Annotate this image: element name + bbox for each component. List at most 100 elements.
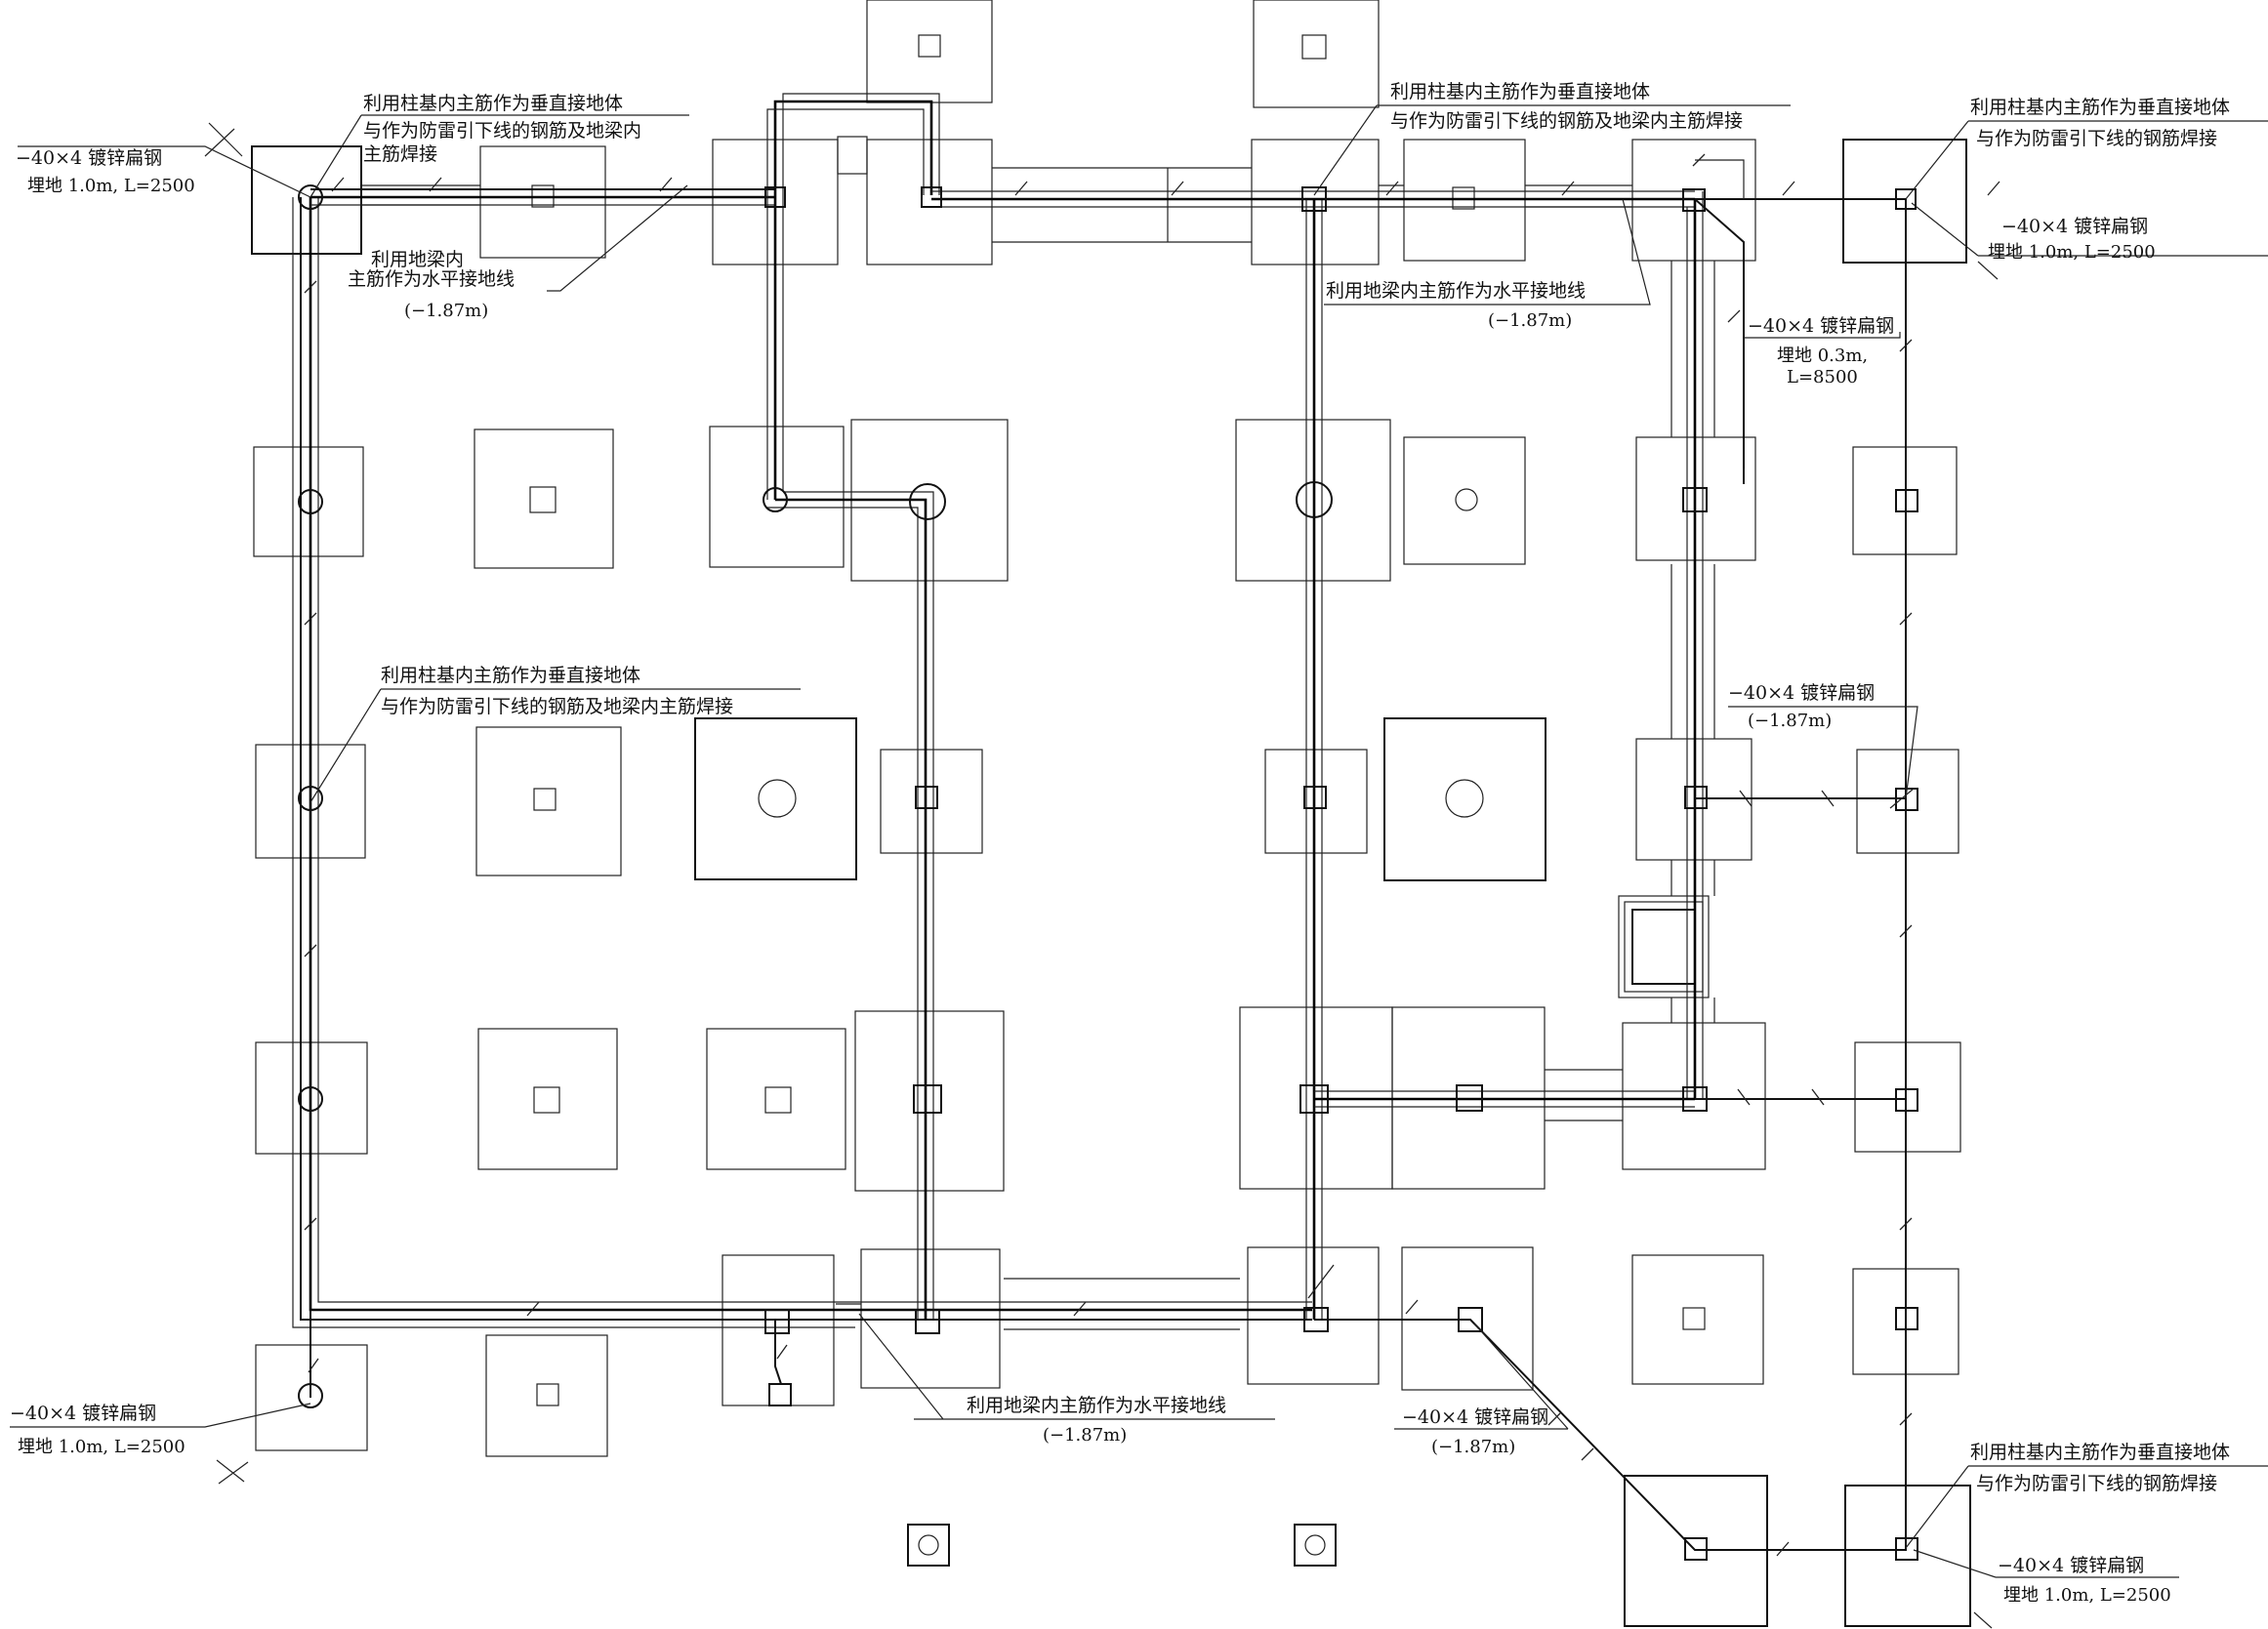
weld-joint bbox=[1895, 188, 1917, 210]
label-br-flat-steel: −40×4 镀锌扁钢 bbox=[1998, 1555, 2144, 1576]
weld-joint bbox=[768, 1383, 792, 1406]
weld-joint bbox=[1682, 1086, 1708, 1112]
label-bl-flat-steel: −40×4 镀锌扁钢 bbox=[10, 1403, 156, 1424]
vertical-electrode bbox=[763, 487, 788, 512]
weld-joint bbox=[1303, 786, 1327, 809]
pile bbox=[536, 1383, 559, 1406]
pile bbox=[758, 779, 797, 818]
footing bbox=[722, 1254, 835, 1406]
footing bbox=[1383, 717, 1546, 881]
elevator-pit bbox=[1624, 901, 1704, 993]
label-bc-horizontal-b: (−1.87m) bbox=[1043, 1425, 1127, 1446]
label-mr-flat-steel: −40×4 镀锌扁钢 bbox=[1748, 315, 1894, 337]
pile bbox=[764, 1086, 792, 1114]
pile bbox=[533, 788, 557, 811]
pile bbox=[1445, 779, 1484, 818]
footing bbox=[1294, 1524, 1337, 1567]
footing bbox=[854, 1010, 1005, 1192]
weld-joint bbox=[1299, 1084, 1329, 1114]
footing bbox=[880, 749, 983, 854]
weld-joint bbox=[1682, 487, 1708, 512]
footing bbox=[694, 717, 857, 880]
label-top-vertical-2a: 利用柱基内主筋作为垂直接地体 bbox=[1390, 81, 1650, 102]
label-top-vertical-1c: 主筋焊接 bbox=[363, 143, 437, 165]
pile bbox=[533, 1086, 560, 1114]
pile bbox=[1455, 488, 1478, 511]
label-bc2-flat-steel: −40×4 镀锌扁钢 bbox=[1402, 1406, 1548, 1428]
footing bbox=[1403, 436, 1526, 565]
vertical-electrode bbox=[298, 1383, 323, 1408]
label-bc2-depth: (−1.87m) bbox=[1431, 1437, 1515, 1457]
pile bbox=[918, 34, 941, 58]
vertical-electrode bbox=[298, 1086, 323, 1112]
pile bbox=[1301, 34, 1327, 60]
weld-joint bbox=[915, 1309, 940, 1334]
joint-markers bbox=[298, 184, 1918, 1561]
footing bbox=[477, 1028, 618, 1170]
label-tr-vertical-a: 利用柱基内主筋作为垂直接地体 bbox=[1970, 97, 2230, 118]
weld-joint bbox=[1684, 786, 1708, 809]
label-r2-depth: (−1.87m) bbox=[1748, 711, 1832, 731]
label-horizontal-2b: (−1.87m) bbox=[1488, 310, 1572, 331]
label-br-vertical-a: 利用柱基内主筋作为垂直接地体 bbox=[1970, 1442, 2230, 1463]
footing bbox=[485, 1334, 608, 1457]
label-mid-vertical-b: 与作为防雷引下线的钢筋及地梁内主筋焊接 bbox=[381, 696, 733, 717]
vertical-electrode bbox=[1296, 481, 1333, 518]
label-tl-flat-steel: −40×4 镀锌扁钢 bbox=[16, 147, 162, 169]
label-mid-vertical-a: 利用柱基内主筋作为垂直接地体 bbox=[381, 665, 640, 686]
weld-joint bbox=[1895, 1088, 1918, 1112]
weld-joint bbox=[1895, 489, 1918, 512]
weld-joint bbox=[915, 786, 938, 809]
tick-marks bbox=[304, 153, 2000, 1557]
footing bbox=[709, 426, 845, 568]
weld-joint bbox=[1458, 1307, 1483, 1332]
label-tr-bury: 埋地 1.0m, L=2500 bbox=[1988, 242, 2156, 263]
footing bbox=[253, 446, 364, 557]
label-br-bury: 埋地 1.0m, L=2500 bbox=[2003, 1585, 2171, 1606]
weld-joint bbox=[1682, 188, 1706, 212]
footing bbox=[706, 1028, 846, 1170]
label-horizontal-1a: 利用地梁内 bbox=[371, 249, 464, 270]
elevator-pit bbox=[1618, 895, 1710, 998]
weld-joint bbox=[764, 186, 786, 208]
label-mr-length: L=8500 bbox=[1787, 367, 1858, 387]
label-horizontal-1c: (−1.87m) bbox=[404, 301, 488, 321]
vertical-electrode bbox=[298, 184, 323, 210]
pile bbox=[529, 486, 557, 513]
footing bbox=[1631, 1254, 1764, 1385]
pile bbox=[1304, 1534, 1326, 1556]
footing bbox=[866, 0, 993, 103]
label-br-vertical-b: 与作为防雷引下线的钢筋焊接 bbox=[1976, 1473, 2217, 1494]
label-r2-flat-steel: −40×4 镀锌扁钢 bbox=[1728, 682, 1875, 704]
elevator-pit bbox=[1631, 909, 1696, 985]
label-mr-bury: 埋地 0.3m, bbox=[1777, 346, 1868, 366]
footings bbox=[251, 0, 1971, 1627]
label-horizontal-2a: 利用地梁内主筋作为水平接地线 bbox=[1326, 280, 1586, 302]
vertical-electrode bbox=[909, 483, 946, 520]
weld-joint bbox=[1301, 186, 1327, 212]
weld-joint bbox=[1684, 1537, 1708, 1561]
label-horizontal-1b: 主筋作为水平接地线 bbox=[348, 268, 515, 290]
weld-joint bbox=[1303, 1307, 1329, 1332]
weld-joint bbox=[1895, 1307, 1918, 1330]
weld-joint bbox=[1456, 1084, 1483, 1112]
weld-joint bbox=[1895, 1537, 1918, 1561]
leader-lines bbox=[10, 104, 2268, 1629]
label-bl-bury: 埋地 1.0m, L=2500 bbox=[18, 1437, 186, 1457]
footing bbox=[251, 145, 362, 255]
label-bc-horizontal-a: 利用地梁内主筋作为水平接地线 bbox=[967, 1395, 1226, 1416]
footing bbox=[866, 139, 993, 265]
footing bbox=[475, 726, 622, 876]
label-tr-vertical-b: 与作为防雷引下线的钢筋焊接 bbox=[1976, 128, 2217, 149]
label-top-vertical-1b: 与作为防雷引下线的钢筋及地梁内 bbox=[363, 120, 641, 142]
footing bbox=[474, 428, 614, 569]
annotations: −40×4 镀锌扁钢 埋地 1.0m, L=2500 利用柱基内主筋作为垂直接地… bbox=[10, 81, 2230, 1606]
grounding-conductors bbox=[292, 93, 1907, 1551]
label-top-vertical-1: 利用柱基内主筋作为垂直接地体 bbox=[363, 93, 623, 114]
footing bbox=[479, 145, 606, 259]
label-tr-flat-steel: −40×4 镀锌扁钢 bbox=[2001, 216, 2148, 237]
weld-joint bbox=[913, 1084, 942, 1114]
weld-joint bbox=[764, 1309, 790, 1334]
pile bbox=[1682, 1307, 1706, 1330]
